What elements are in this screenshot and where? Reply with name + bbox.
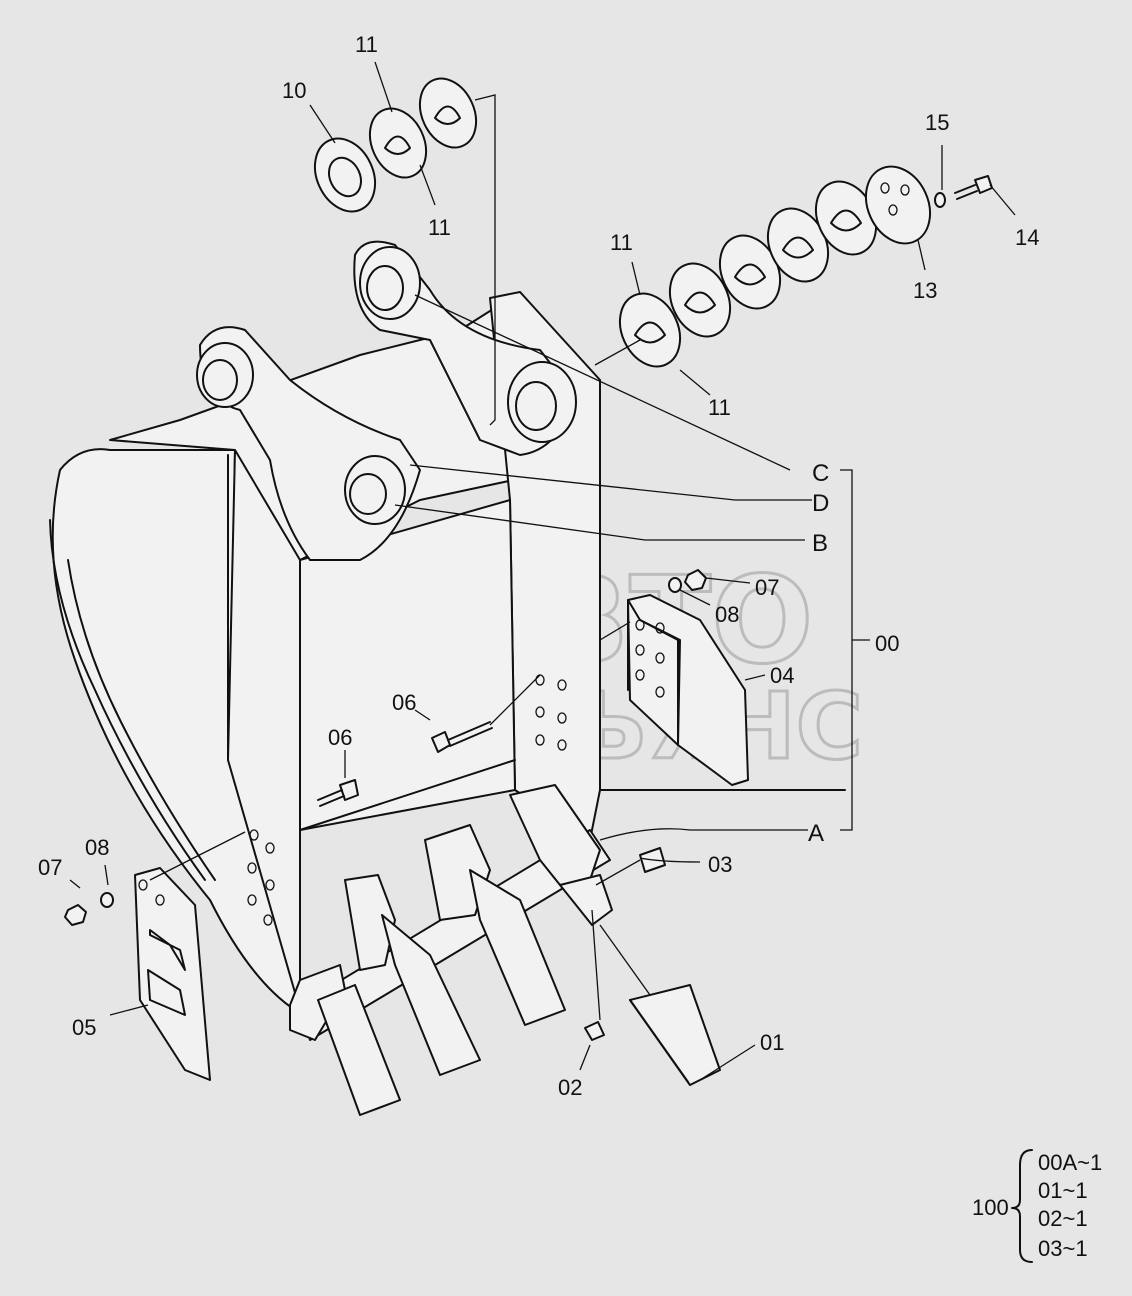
kit-legend: 100 00A~1 01~1 02~1 03~1 [972,1149,1102,1263]
callout-04: 04 [770,663,794,688]
washer-part-15 [934,192,946,208]
kit-number: 100 [972,1195,1009,1220]
tooth-part-01 [599,924,721,1086]
kit-item-4: 03~1 [1038,1236,1088,1261]
callout-02: 02 [558,1075,582,1100]
kit-item-1: 00A~1 [1038,1150,1102,1175]
bushing-part-10 [313,137,377,213]
side-plate-holes [247,674,567,926]
callout-08-right: 08 [715,602,739,627]
plate-part-13 [864,165,932,245]
callout-05: 05 [72,1015,96,1040]
bolt-part-14 [954,175,993,200]
pin-label-a: A [808,820,824,847]
callout-leaders [69,61,1016,1081]
shim-stack-part-11 [618,180,878,368]
callout-14: 14 [1015,225,1039,250]
callout-labels: 11 10 11 11 11 15 14 13 C D B A 00 07 08… [38,32,1039,1100]
shim-part-11-a [368,107,428,179]
callout-07-right: 07 [755,575,779,600]
washer-part-08-left [100,892,114,908]
side-cutter-part-04 [599,594,749,786]
pin-label-c: C [812,460,829,487]
kit-item-3: 02~1 [1038,1206,1088,1231]
leader-shims-top [474,94,496,426]
pin-leaders [394,294,870,841]
callout-00: 00 [875,631,899,656]
callout-06-upper: 06 [392,690,416,715]
callout-01: 01 [760,1030,784,1055]
nut-part-07-left [64,904,87,926]
callout-08-left: 08 [85,835,109,860]
bolt-part-06-b [317,779,359,807]
callout-03: 03 [708,852,732,877]
leader-shims-right [594,339,641,366]
callout-13: 13 [913,278,937,303]
callout-11-top: 11 [355,32,378,57]
callout-07-left: 07 [38,855,62,880]
pin-label-b: B [812,530,828,557]
shim-part-11-b [418,77,478,149]
callout-06-lower: 06 [328,725,352,750]
callout-10: 10 [282,78,306,103]
lock-pin-part-02 [584,909,605,1041]
nut-part-07-right [684,569,707,591]
kit-brace [1011,1149,1033,1263]
teeth-adapters [289,784,613,1116]
pin-label-d: D [812,490,829,517]
callout-11-lower: 11 [708,395,731,420]
washer-part-08-right [668,577,682,593]
callout-15: 15 [925,110,949,135]
side-cutter-part-05 [134,831,246,1081]
kit-item-2: 01~1 [1038,1178,1088,1203]
boss-brackets [196,240,577,561]
callout-11-right: 11 [610,230,633,255]
callout-11-mid: 11 [428,215,451,240]
bolt-part-06-a [431,674,541,753]
